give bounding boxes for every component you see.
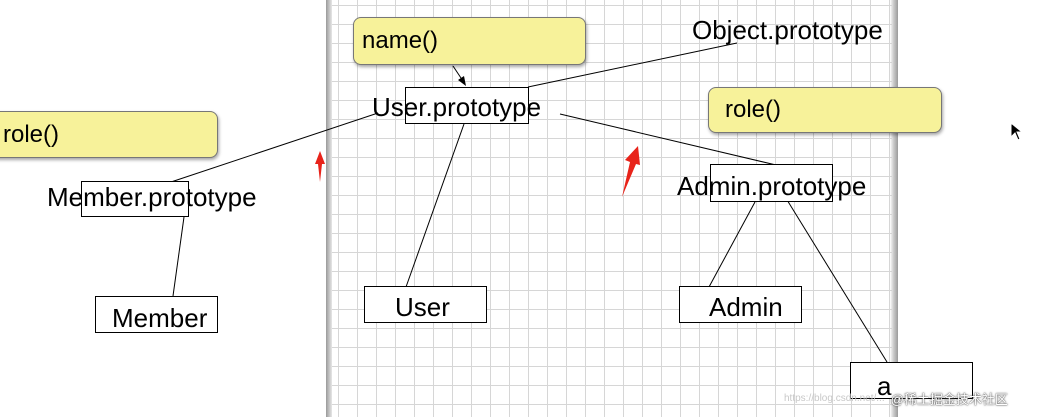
watermark-text: @稀土掘金技术社区 xyxy=(890,391,1008,407)
user-box xyxy=(364,286,487,323)
mouse-cursor-icon xyxy=(1010,122,1024,141)
arrowhead xyxy=(458,76,466,86)
admin-prototype-label: Admin.prototype xyxy=(677,171,867,201)
member-prototype-box xyxy=(81,181,189,217)
object-prototype-label: Object.prototype xyxy=(692,15,883,45)
user-proto-to-member-proto-line xyxy=(170,112,379,183)
role-method-note-left: role() xyxy=(0,111,218,158)
instance-a-box xyxy=(850,362,973,399)
red-arrow-left xyxy=(315,151,325,182)
watermark-url: https://blog.csdn.net/... xyxy=(784,392,885,404)
instance-a-label: a xyxy=(877,371,892,401)
admin-proto-to-admin-line xyxy=(708,201,756,288)
member-box xyxy=(95,296,218,333)
name-method-note: name() xyxy=(353,17,586,65)
admin-box xyxy=(679,286,802,323)
watermark: https://blog.csdn.net/... @稀土掘金技术社区 xyxy=(784,385,1039,411)
user-label: User xyxy=(395,292,450,322)
user-proto-to-admin-proto-line xyxy=(559,113,777,166)
member-label: Member xyxy=(112,303,208,333)
admin-prototype-box xyxy=(710,164,833,202)
canvas-left-shadow xyxy=(326,0,334,417)
canvas-right-shadow xyxy=(890,0,898,417)
admin-proto-to-a-line xyxy=(783,194,888,363)
red-arrow-center xyxy=(622,146,640,197)
user-proto-to-user-line xyxy=(405,123,465,288)
member-prototype-label: Member.prototype xyxy=(47,182,257,212)
user-prototype-label: User.prototype xyxy=(372,92,542,122)
member-proto-to-member-line xyxy=(172,216,185,297)
role-method-note-right: role() xyxy=(708,87,942,133)
user-prototype-box xyxy=(405,87,529,124)
user-proto-to-object-proto-line xyxy=(527,42,738,88)
admin-label: Admin xyxy=(709,292,783,322)
